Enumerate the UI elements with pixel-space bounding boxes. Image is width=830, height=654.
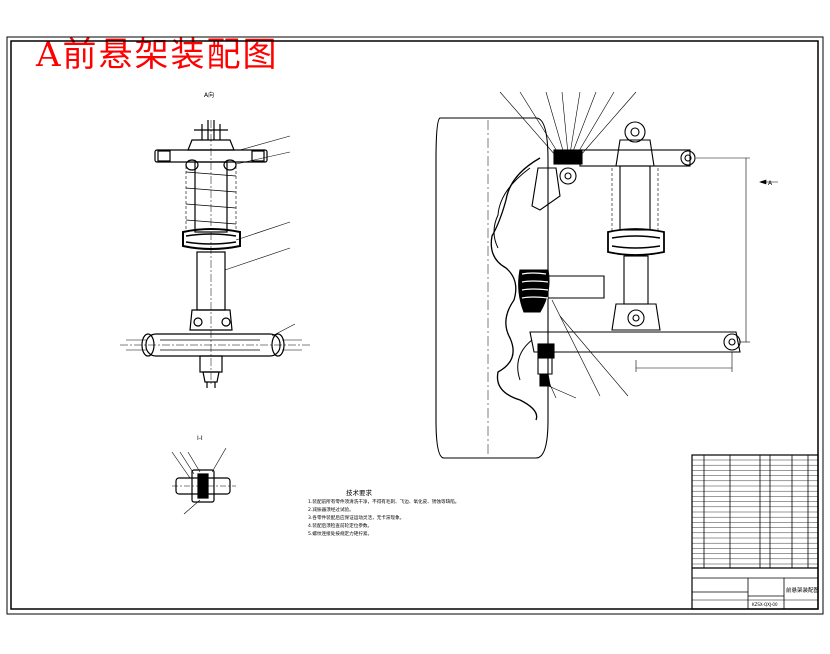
section-label: I-I [197,435,203,442]
main-view-label: A向 [204,91,214,99]
drawing-title: A前悬架装配图 [36,35,279,75]
title-block-name: 前悬架装配图 [786,586,820,594]
inner-border [10,40,819,610]
outer-border [6,36,824,615]
tech-req-heading: 技术要求 [346,488,373,497]
title-block: 前悬架装配图 KZSX-QXJ-00 [691,454,820,610]
tech-requirements: 技术要求 1.装配前所有零件须清洗干净，不得有毛刺、飞边、氧化皮、锈蚀等缺陷。 … [308,488,459,537]
tech-req-line: 4.装配后须检查前轮定位参数。 [308,522,372,529]
tech-req-line: 3.各零件装配后应保证运动灵活，无卡滞现象。 [308,514,404,521]
section-view: I-I [171,435,236,515]
tech-req-line: 1.装配前所有零件须清洗干净，不得有毛刺、飞边、氧化皮、锈蚀等缺陷。 [308,498,459,505]
tech-req-line: 5.螺纹连接处按规定力矩拧紧。 [308,530,372,537]
title-block-number: KZSX-QXJ-00 [752,602,778,607]
direction-label: A [768,180,773,187]
tech-req-line: 2.减振器须经过试验。 [308,506,354,513]
tire-outline [435,117,549,459]
right-view: A [435,91,778,459]
left-view: A向 [120,91,310,388]
